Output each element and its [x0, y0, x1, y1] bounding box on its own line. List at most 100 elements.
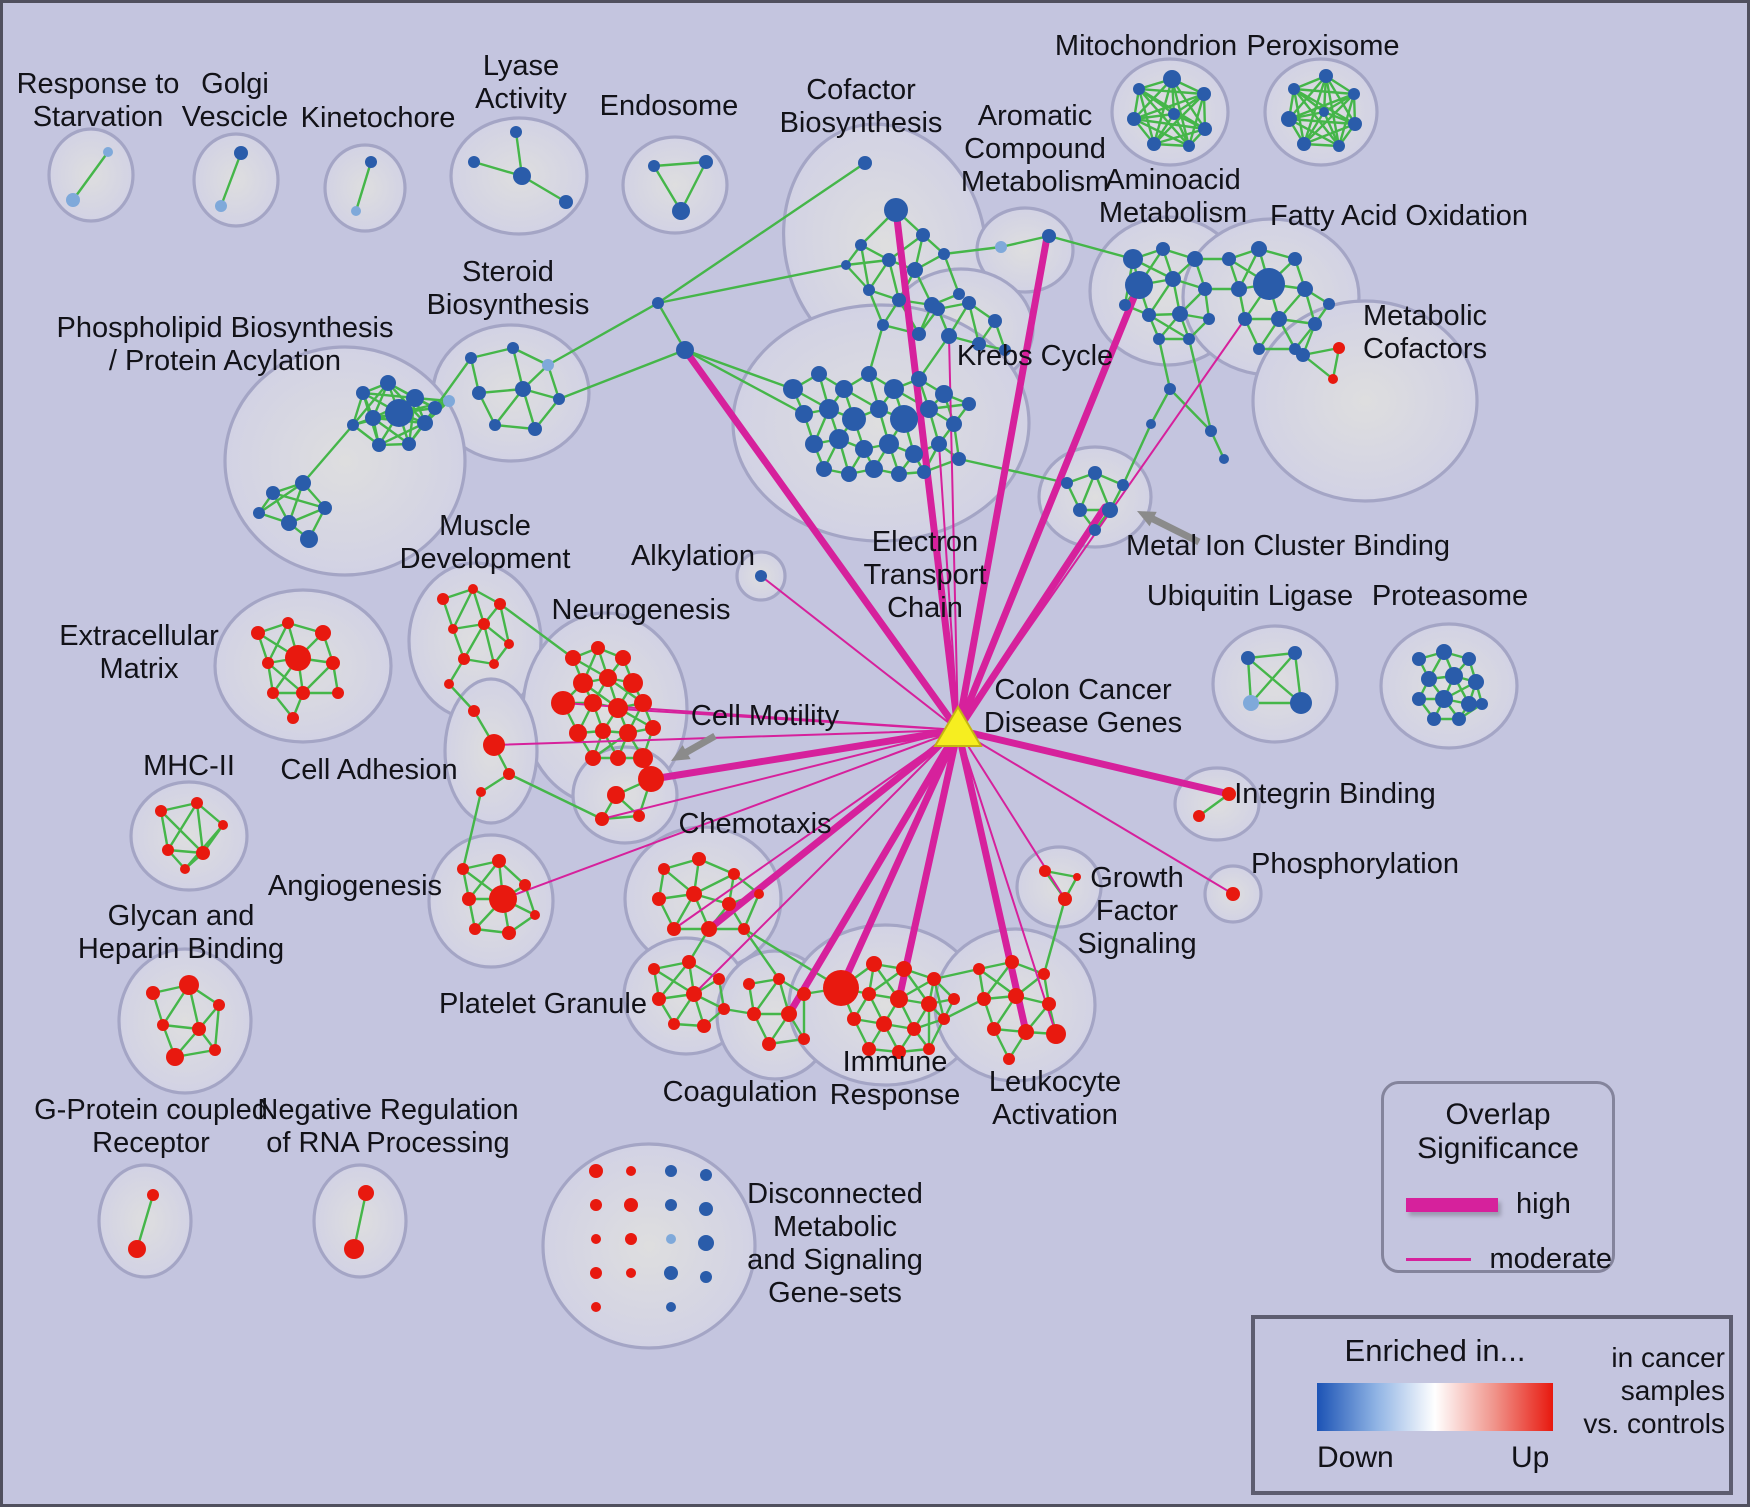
- gene-set-node: [1328, 374, 1338, 384]
- intercluster-edge: [958, 457, 1068, 485]
- gene-set-node: [1468, 674, 1484, 690]
- intercluster-edge: [743, 927, 842, 990]
- moderate-significance-label: moderate: [1489, 1243, 1612, 1275]
- gene-set-node: [686, 886, 702, 902]
- label-neurogenesis: Neurogenesis: [552, 594, 731, 626]
- gene-set-edge: [160, 810, 204, 854]
- gene-set-node: [625, 1233, 637, 1245]
- cluster-mhc-ii: [129, 780, 249, 892]
- gene-set-node: [781, 1006, 797, 1022]
- gene-set-node: [468, 584, 478, 594]
- gene-set-node: [1288, 83, 1300, 95]
- label-mhc-ii: MHC-II: [143, 750, 235, 782]
- intercluster-edge: [1157, 338, 1172, 390]
- gene-set-edge: [1149, 388, 1172, 425]
- gene-set-node: [1168, 108, 1180, 120]
- gene-set-node: [1222, 252, 1236, 266]
- gene-set-node: [372, 438, 386, 452]
- enrichment-legend-title: Enriched in...: [1344, 1333, 1526, 1368]
- overlap-link-moderate: [760, 575, 959, 731]
- gene-set-node: [892, 293, 906, 307]
- gene-set-node: [1163, 70, 1181, 88]
- cluster-metabolic-cofactors: [1251, 299, 1479, 503]
- gene-set-node: [595, 812, 609, 826]
- gene-set-node: [988, 314, 1002, 328]
- gene-set-node: [1123, 249, 1143, 269]
- gene-set-edge: [451, 588, 475, 630]
- gene-set-node: [128, 1240, 146, 1258]
- enrichment-gradient: [1317, 1383, 1553, 1431]
- gene-set-node: [1241, 651, 1255, 665]
- gene-set-edge: [266, 622, 290, 664]
- gene-set-edge: [1288, 75, 1327, 120]
- cluster-leukocyte-activation: [933, 927, 1097, 1083]
- gene-set-node: [296, 686, 310, 700]
- gene-set-node: [1146, 419, 1156, 429]
- gene-set-node: [890, 990, 908, 1008]
- gene-set-edge: [1322, 111, 1341, 147]
- gene-set-node: [862, 987, 876, 1001]
- high-significance-line: [1406, 1197, 1498, 1212]
- gene-set-node: [1198, 282, 1212, 296]
- gene-set-node: [287, 712, 299, 724]
- gene-set-node: [213, 999, 225, 1011]
- gene-set-node: [553, 393, 565, 405]
- gene-set-node: [877, 319, 889, 331]
- gene-set-node: [658, 863, 670, 875]
- pointer-arrowhead: [1137, 511, 1157, 527]
- gene-set-node: [1271, 311, 1287, 327]
- gene-set-node: [855, 239, 867, 251]
- label-alkylation: Alkylation: [631, 540, 755, 572]
- gene-set-node: [747, 1007, 761, 1021]
- gene-set-node: [1253, 268, 1285, 300]
- gene-set-node: [1198, 122, 1212, 136]
- gene-set-node: [865, 460, 883, 478]
- gene-set-node: [1231, 281, 1247, 297]
- gene-set-edge: [159, 810, 170, 851]
- gene-set-edge: [1133, 78, 1173, 120]
- gene-set-node: [1003, 1053, 1015, 1065]
- gene-set-node: [146, 986, 160, 1000]
- gene-set-node: [1164, 383, 1176, 395]
- gene-set-node: [1018, 1024, 1034, 1040]
- gene-set-node: [573, 673, 593, 693]
- gene-set-node: [1156, 242, 1170, 256]
- gene-set-node: [1333, 140, 1345, 152]
- gene-set-node: [624, 1198, 638, 1212]
- gene-set-node: [682, 955, 696, 969]
- gene-set-node: [365, 156, 377, 168]
- gene-set-node: [938, 248, 950, 260]
- disease-genes-hub: [933, 705, 983, 747]
- intercluster-edge: [943, 245, 1002, 256]
- label-proteasome: Proteasome: [1372, 580, 1528, 612]
- gene-set-node: [599, 669, 617, 687]
- gene-set-edge: [967, 302, 981, 345]
- gene-set-edge: [983, 961, 1013, 1000]
- gene-set-node: [1412, 692, 1426, 706]
- gene-set-node: [907, 1022, 921, 1036]
- gene-set-node: [503, 768, 515, 780]
- gene-set-edge: [166, 802, 199, 851]
- gene-set-edge: [462, 623, 486, 660]
- gene-set-node: [155, 805, 167, 817]
- gene-set-node: [638, 766, 664, 792]
- gene-set-edge: [653, 160, 707, 168]
- gene-set-node: [948, 993, 960, 1005]
- gene-set-node: [1042, 229, 1056, 243]
- gene-set-node: [1348, 117, 1362, 131]
- gene-set-node: [180, 864, 190, 874]
- gene-set-node: [1203, 313, 1215, 325]
- gene-set-node: [738, 923, 750, 935]
- gene-set-node: [478, 618, 490, 630]
- gene-set-node: [1039, 865, 1051, 877]
- overlap-significance-legend: Overlap Significance high moderate: [1381, 1081, 1615, 1275]
- gene-set-node: [444, 679, 454, 689]
- gene-set-node: [1165, 271, 1181, 287]
- gene-set-node: [380, 375, 396, 391]
